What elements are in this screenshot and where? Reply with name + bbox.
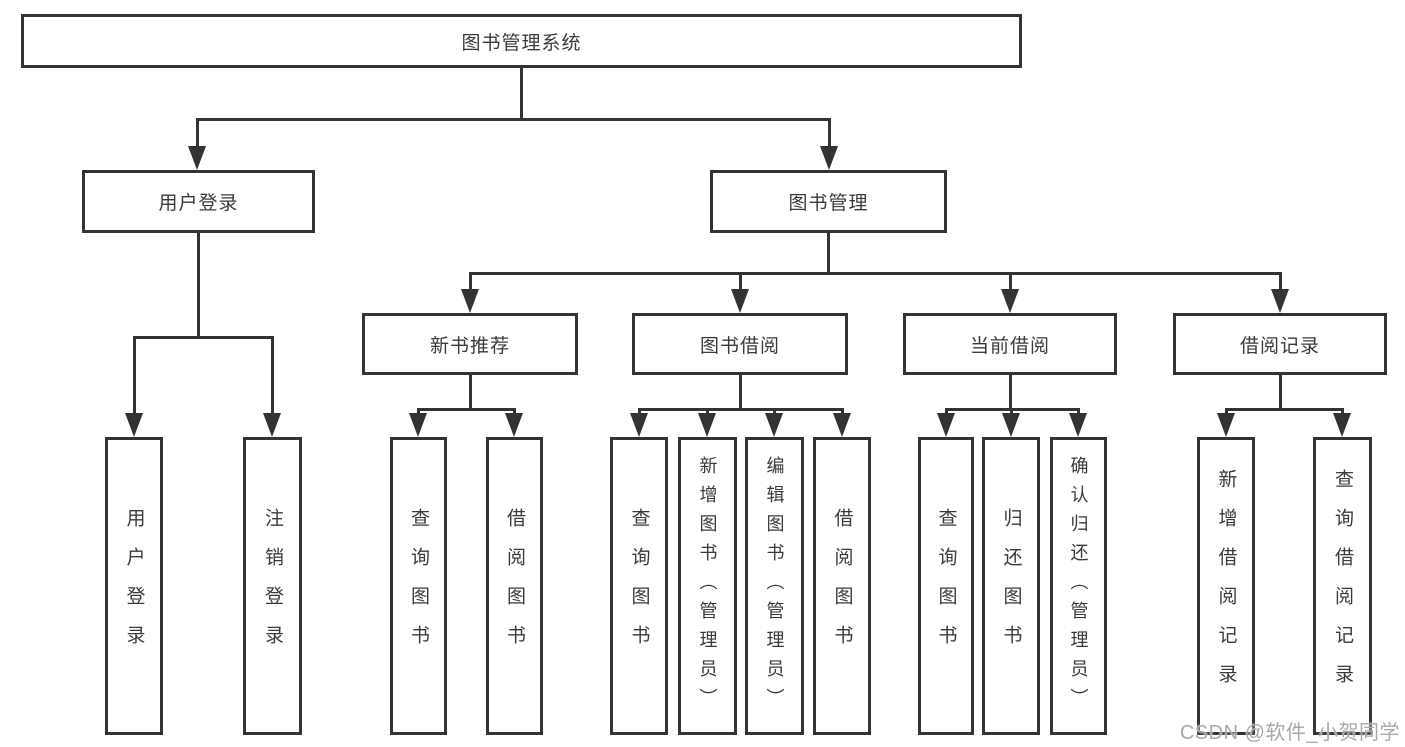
- node-leaf-query-book-2-label: 查询图书: [628, 508, 650, 664]
- connector-current-borrow-arrow-down-icon: [1002, 413, 1020, 437]
- node-leaf-add-record-label: 新增借阅记录: [1215, 469, 1237, 703]
- node-leaf-borrow-book-2: 借阅图书: [813, 437, 871, 735]
- node-current-borrow: 当前借阅: [903, 313, 1117, 375]
- connector-borrow-record-arrow-down-icon: [1217, 413, 1235, 437]
- node-leaf-edit-book: 编辑图书（管理员）: [745, 437, 804, 735]
- node-new-book-rec-label: 新书推荐: [429, 335, 510, 357]
- connector-book-mgmt-arrow-down-icon: [461, 289, 479, 313]
- connector-borrow-record-arrow-down-icon: [1333, 413, 1351, 437]
- connector-book-borrow-arrow-down-icon: [765, 413, 783, 437]
- connector-book-mgmt-arrow-down-icon: [731, 289, 749, 313]
- connector-book-borrow-stub: [739, 375, 742, 411]
- connector-new-book-rec-arrow-down-icon: [409, 413, 427, 437]
- connector-book-mgmt-arrow-down-icon: [1271, 289, 1289, 313]
- node-leaf-confirm-return: 确认归还（管理员）: [1050, 437, 1107, 735]
- connector-user-login-stub: [197, 233, 200, 339]
- connector-root-arrow-down-icon: [820, 146, 838, 170]
- connector-book-mgmt-drop: [1279, 272, 1282, 295]
- node-leaf-logout: 注销登录: [243, 437, 302, 735]
- node-leaf-query-book-1-label: 查询图书: [408, 508, 429, 664]
- node-leaf-query-book-3: 查询图书: [918, 437, 974, 735]
- node-leaf-add-record: 新增借阅记录: [1197, 437, 1255, 735]
- node-leaf-query-record: 查询借阅记录: [1313, 437, 1372, 735]
- node-current-borrow-label: 当前借阅: [969, 335, 1050, 357]
- node-borrow-record-label: 借阅记录: [1239, 335, 1320, 357]
- connector-book-borrow-arrow-down-icon: [698, 413, 716, 437]
- connector-current-borrow-arrow-down-icon: [937, 413, 955, 437]
- node-leaf-logout-label: 注销登录: [262, 508, 283, 664]
- connector-current-borrow-stub: [1009, 375, 1012, 411]
- node-book-mgmt-label: 图书管理: [788, 193, 869, 214]
- connector-new-book-rec-stub: [469, 375, 472, 411]
- connector-book-borrow-arrow-down-icon: [630, 413, 648, 437]
- connector-book-mgmt-stub: [827, 233, 830, 275]
- node-leaf-borrow-book-2-label: 借阅图书: [831, 508, 853, 664]
- connector-book-mgmt-drop: [739, 272, 742, 295]
- connector-user-login-drop: [133, 336, 136, 419]
- connector-user-login-bar: [133, 336, 274, 339]
- node-leaf-confirm-return-label: 确认归还（管理员）: [1068, 455, 1089, 717]
- connector-book-mgmt-arrow-down-icon: [1001, 289, 1019, 313]
- node-leaf-return-book: 归还图书: [982, 437, 1040, 735]
- node-borrow-record: 借阅记录: [1173, 313, 1387, 375]
- connector-root-stub: [520, 68, 523, 121]
- connector-new-book-rec-arrow-down-icon: [505, 413, 523, 437]
- connector-book-borrow-bar: [638, 408, 844, 411]
- node-leaf-borrow-book-1-label: 借阅图书: [504, 508, 525, 664]
- node-leaf-borrow-book-1: 借阅图书: [486, 437, 543, 735]
- node-leaf-user-login-label: 用户登录: [123, 508, 145, 664]
- connector-user-login-arrow-down-icon: [263, 413, 281, 437]
- connector-book-mgmt-drop: [1009, 272, 1012, 295]
- connector-user-login-drop: [271, 336, 274, 419]
- node-root-label: 图书管理系统: [461, 32, 582, 54]
- connector-root-drop: [828, 118, 831, 152]
- node-leaf-edit-book-label: 编辑图书（管理员）: [764, 455, 785, 717]
- node-root: 图书管理系统: [21, 14, 1022, 68]
- node-leaf-add-book-label: 新增图书（管理员）: [697, 455, 718, 717]
- connector-user-login-arrow-down-icon: [125, 413, 143, 437]
- connector-root-arrow-down-icon: [188, 146, 206, 170]
- watermark: CSDN @软件_小贺同学: [1179, 722, 1400, 744]
- node-user-login: 用户登录: [82, 170, 315, 233]
- connector-new-book-rec-bar: [417, 408, 516, 411]
- node-book-borrow-label: 图书借阅: [699, 335, 780, 357]
- node-new-book-rec: 新书推荐: [362, 313, 578, 375]
- connector-book-mgmt-bar: [469, 272, 1282, 275]
- connector-current-borrow-arrow-down-icon: [1069, 413, 1087, 437]
- node-leaf-query-record-label: 查询借阅记录: [1332, 469, 1353, 703]
- node-leaf-return-book-label: 归还图书: [1000, 508, 1022, 664]
- node-leaf-query-book-2: 查询图书: [610, 437, 668, 735]
- connector-book-mgmt-drop: [469, 272, 472, 295]
- connector-borrow-record-stub: [1279, 375, 1282, 411]
- connector-borrow-record-bar: [1225, 408, 1344, 411]
- node-leaf-user-login: 用户登录: [105, 437, 163, 735]
- connector-root-bar: [196, 118, 831, 121]
- connector-root-drop: [196, 118, 199, 152]
- connector-book-borrow-arrow-down-icon: [833, 413, 851, 437]
- node-user-login-label: 用户登录: [158, 193, 239, 214]
- node-leaf-query-book-1: 查询图书: [390, 437, 447, 735]
- node-leaf-add-book: 新增图书（管理员）: [678, 437, 737, 735]
- node-book-mgmt: 图书管理: [710, 170, 947, 233]
- node-book-borrow: 图书借阅: [632, 313, 848, 375]
- node-leaf-query-book-3-label: 查询图书: [935, 508, 957, 664]
